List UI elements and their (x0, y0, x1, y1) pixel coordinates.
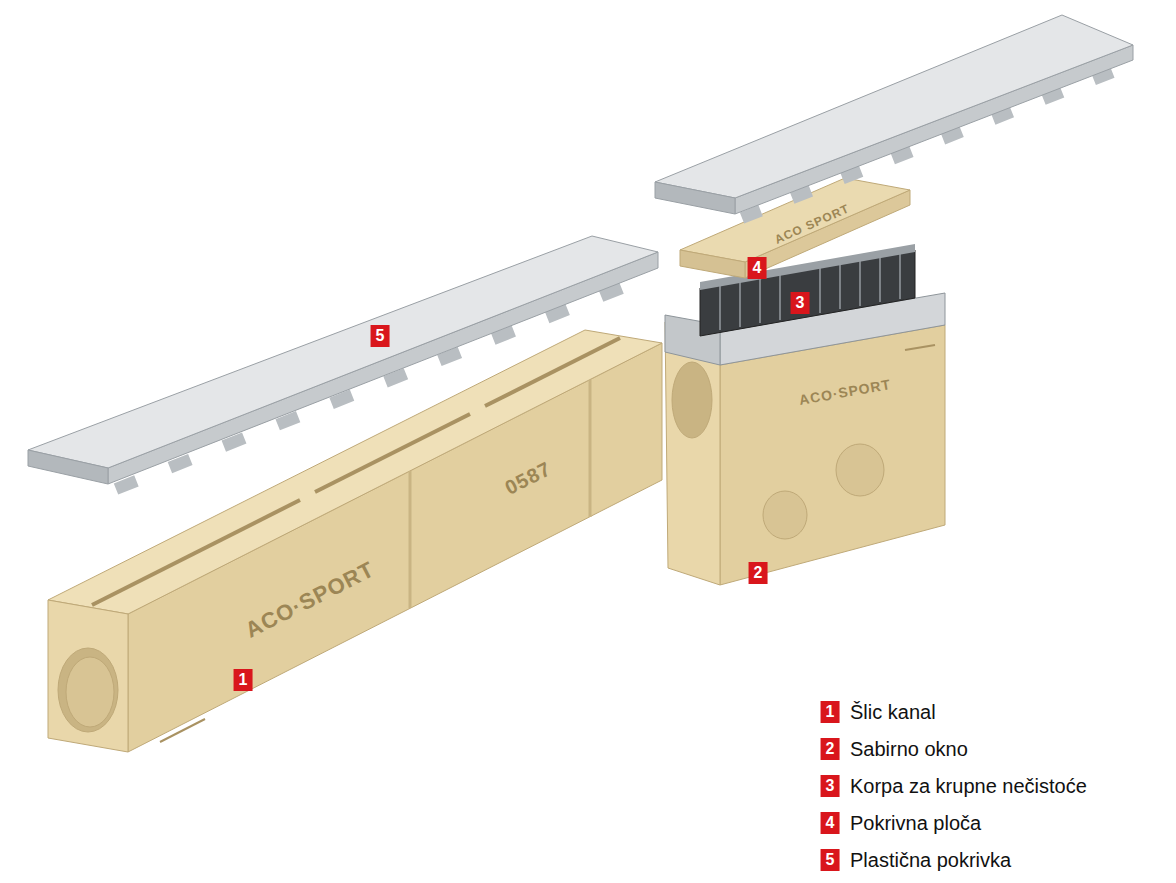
legend-number: 2 (821, 738, 840, 760)
legend-number: 4 (821, 812, 840, 834)
legend-text: Šlic kanal (850, 702, 936, 722)
callout-number: 4 (748, 257, 767, 279)
callout-number: 2 (749, 562, 768, 584)
legend-text: Plastična pokrivka (850, 850, 1011, 870)
plastic-cover (28, 236, 658, 489)
plastic-cover (655, 15, 1133, 218)
callout-number: 3 (791, 292, 810, 314)
slot-channel (48, 330, 662, 752)
legend-number: 1 (821, 701, 840, 723)
legend-number: 3 (821, 775, 840, 797)
legend-text: Sabirno okno (850, 739, 968, 759)
callout-number: 1 (234, 669, 253, 691)
legend-number: 5 (821, 849, 840, 871)
legend-text: Korpa za krupne nečistoće (850, 776, 1087, 796)
collection-pit (665, 293, 945, 585)
callout-number: 5 (371, 325, 390, 347)
legend-text: Pokrivna ploča (850, 813, 981, 833)
